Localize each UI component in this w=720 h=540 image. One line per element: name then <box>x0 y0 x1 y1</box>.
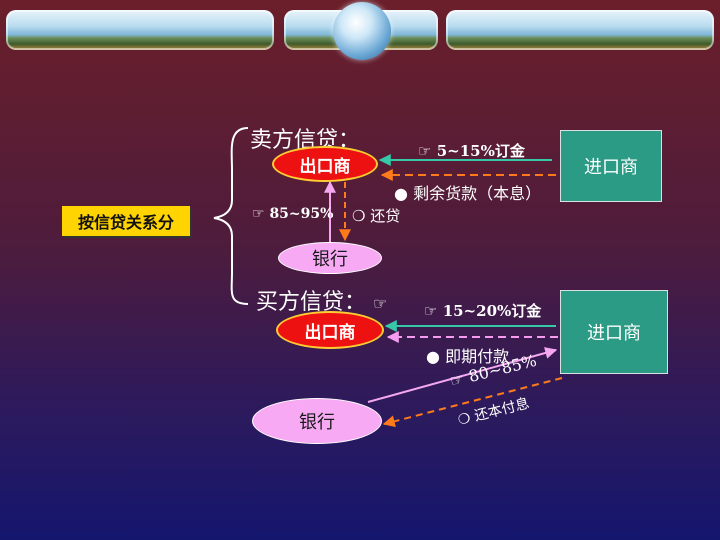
left-brace <box>213 127 249 305</box>
seller-exporter-label: 出口商 <box>299 156 351 177</box>
hand-point-icon: ☞ <box>424 302 438 320</box>
buyer-loan-arrow <box>367 347 558 403</box>
buyer-repay-arrow <box>382 377 563 428</box>
bullet-dot-icon: ● <box>394 184 408 203</box>
seller-remaining-label: 剩余货款（本息） <box>413 184 542 203</box>
buyer-exporter-node: 出口商 <box>276 311 384 349</box>
bullet-dot-icon: ● <box>426 347 440 366</box>
seller-loan-group: ☞ 85~95% <box>252 206 333 222</box>
header-banner-right <box>446 10 714 50</box>
seller-importer-node: 进口商 <box>560 130 662 202</box>
hand-point-icon: ☞ <box>418 142 432 160</box>
buyer-spot-label: 即期付款 <box>445 347 510 366</box>
bullet-dot-icon: ❍ <box>456 410 473 429</box>
header-banner-left <box>6 10 274 50</box>
seller-payment-label: 5~15%订金 <box>436 142 525 160</box>
classification-label: 按信贷关系分 <box>62 206 190 236</box>
seller-payment-group: ☞ 5~15%订金 <box>418 140 525 161</box>
seller-importer-label: 进口商 <box>584 157 638 178</box>
buyer-bank-node: 银行 <box>252 398 382 444</box>
seller-remaining-group: ● 剩余货款（本息） <box>394 180 541 204</box>
buyer-credit-title: 买方信贷： <box>256 290 367 315</box>
buyer-importer-label: 进口商 <box>587 323 641 344</box>
hand-point-icon: ☞ <box>252 206 265 222</box>
buyer-importer-node: 进口商 <box>560 290 668 374</box>
seller-bank-node: 银行 <box>278 242 382 274</box>
seller-repay-label: 还贷 <box>370 207 401 225</box>
buyer-spot-group: ● 即期付款 <box>426 343 509 367</box>
buyer-exporter-label: 出口商 <box>304 322 356 343</box>
buyer-credit-title-group: 买方信贷： ☞ <box>256 284 387 316</box>
seller-loan-label: 85~95% <box>269 206 334 222</box>
buyer-payment-group: ☞ 15~20%订金 <box>424 300 541 321</box>
buyer-payment-label: 15~20%订金 <box>442 302 542 320</box>
seller-bank-label: 银行 <box>312 249 348 270</box>
seller-repay-group: ❍ 还贷 <box>352 205 400 226</box>
globe-icon <box>333 2 391 60</box>
buyer-bank-label: 银行 <box>299 412 335 433</box>
bullet-dot-icon: ❍ <box>352 207 366 225</box>
seller-exporter-node: 出口商 <box>272 146 378 182</box>
hand-point-icon: ☞ <box>373 294 388 313</box>
